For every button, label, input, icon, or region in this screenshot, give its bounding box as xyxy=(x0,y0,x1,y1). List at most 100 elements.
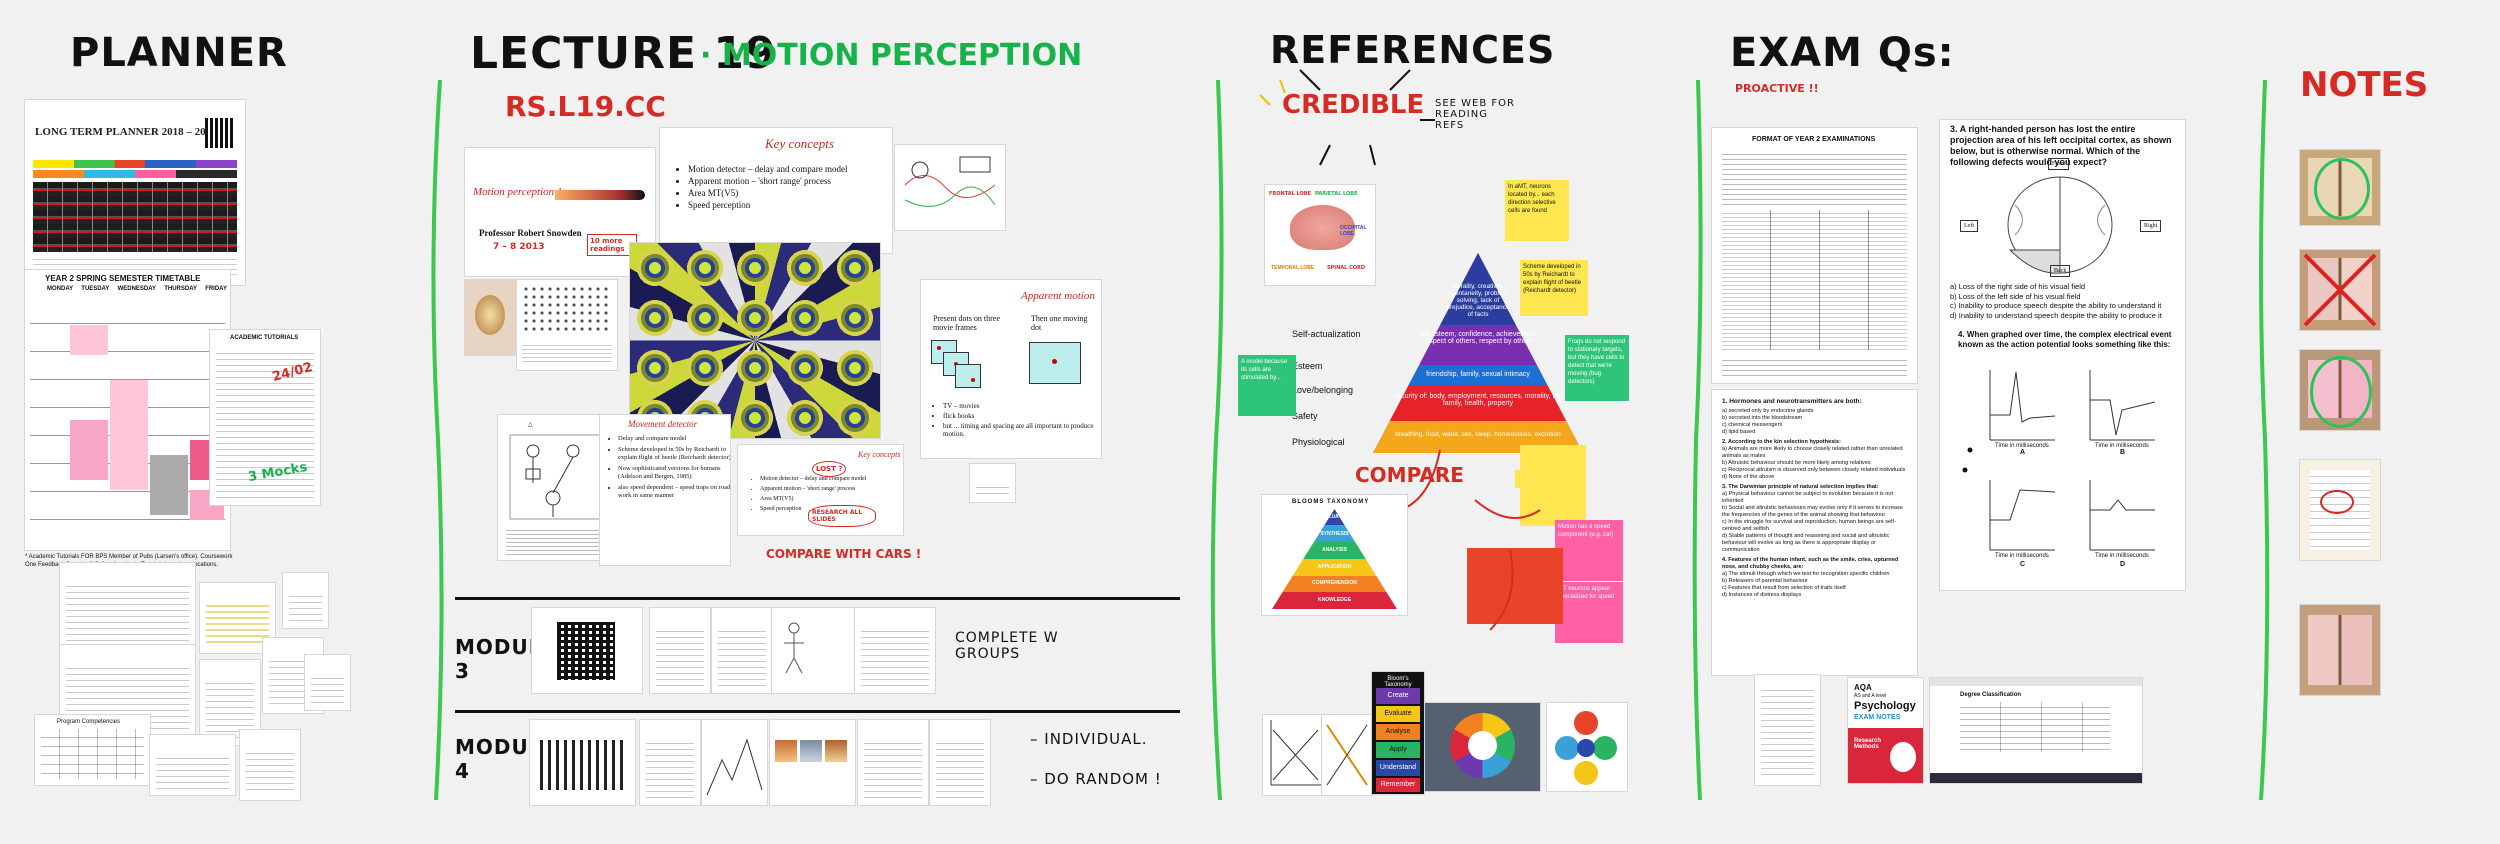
module4-slide[interactable] xyxy=(640,720,700,805)
action-potential-graphs xyxy=(1962,370,2156,551)
planner-doc-thumb[interactable] xyxy=(305,655,350,710)
rotating-snakes-illusion[interactable] xyxy=(630,243,880,438)
planner-doc-thumb[interactable] xyxy=(200,583,275,653)
long-term-planner[interactable]: LONG TERM PLANNER 2018 – 2019 xyxy=(25,100,245,285)
bloom-color-level: Understand xyxy=(1376,760,1420,776)
bloom-color-level: Apply xyxy=(1376,742,1420,758)
maslow-text: security of: body, employment, resources… xyxy=(1393,393,1563,407)
sticky-note-pink[interactable]: MT neurons appear specialized for speed xyxy=(1555,582,1623,643)
handwritten-notes-slide[interactable] xyxy=(895,145,1005,230)
academic-tutorials-doc[interactable]: ACADEMIC TUTORIALS xyxy=(210,330,320,505)
brain-label: SPINAL CORD xyxy=(1327,265,1366,271)
column-divider xyxy=(1690,79,1703,801)
module3-slide[interactable] xyxy=(772,608,857,693)
illusion-photo[interactable] xyxy=(465,280,517,355)
degree-title: Degree Classification xyxy=(1960,692,2022,698)
slide-hand-date: 7 – 8 2013 xyxy=(493,242,545,252)
mcq-sheet[interactable]: 1. Hormones and neurotransmitters are bo… xyxy=(1712,390,1917,675)
sticky-note-yellow[interactable]: In aMT, neurons located by... each direc… xyxy=(1505,180,1569,241)
program-competencies[interactable]: Program Competencies xyxy=(35,715,150,785)
qr-code-icon xyxy=(205,118,235,148)
notebook-photo[interactable] xyxy=(2300,350,2380,430)
sticky-note-pink[interactable]: Motion has a speed component (e.g. car) xyxy=(1555,520,1623,581)
planner-doc-thumb[interactable] xyxy=(60,563,195,648)
sticky-note-red[interactable] xyxy=(1467,548,1563,624)
diagram-label-front: Front xyxy=(2048,158,2070,170)
planner-doc-thumb[interactable] xyxy=(240,730,300,800)
module3-qr-slide[interactable] xyxy=(532,608,642,693)
small-slide-thumb[interactable] xyxy=(970,464,1015,502)
graph-option-b[interactable]: B xyxy=(2120,449,2126,456)
ltp-title: LONG TERM PLANNER 2018 – 2019 xyxy=(35,126,217,138)
academic-title: ACADEMIC TUTORIALS xyxy=(230,335,299,341)
compare-label: COMPARE xyxy=(1355,463,1464,487)
book-exam: EXAM NOTES xyxy=(1854,714,1901,721)
question-3: 3. A right-handed person has lost the en… xyxy=(1950,124,2172,167)
brain-label: PARIETAL LOBE xyxy=(1315,191,1358,197)
question-3-options[interactable]: a) Loss of the right side of his visual … xyxy=(1950,282,2162,320)
exam-question-sheet[interactable]: 3. A right-handed person has lost the en… xyxy=(1940,120,2185,590)
book-topic: Research Methods xyxy=(1854,738,1882,750)
slide-key-concepts[interactable]: Key concepts Motion detector – delay and… xyxy=(660,128,892,253)
timetable-title: YEAR 2 SPRING SEMESTER TIMETABLE xyxy=(45,274,201,283)
sticky-note-yellow-small[interactable] xyxy=(1515,470,1547,488)
hand-lost-bubble: LOST ? xyxy=(812,461,847,477)
graph-option-a[interactable]: A xyxy=(2020,449,2026,456)
format-title: FORMAT OF YEAR 2 EXAMINATIONS xyxy=(1752,136,1876,143)
slide-illusion-dots[interactable] xyxy=(517,280,617,370)
module3-slide[interactable] xyxy=(650,608,710,693)
movement-title: Movement detector xyxy=(628,419,698,429)
maslow-label: Self-actualization xyxy=(1292,329,1361,339)
credible-label: CREDIBLE xyxy=(1282,90,1425,120)
apparent-text-2: Then one moving dot xyxy=(1031,314,1088,332)
maslow-label: Safety xyxy=(1292,411,1318,421)
planner-color-band xyxy=(33,160,237,168)
supply-demand-graph[interactable] xyxy=(1263,715,1323,795)
graph-option-c[interactable]: C xyxy=(2020,561,2026,568)
venn-diagram[interactable] xyxy=(1547,703,1627,791)
notebook-photo[interactable] xyxy=(2300,605,2380,695)
circular-diagram[interactable] xyxy=(1425,703,1540,791)
notes-heading: NOTES xyxy=(2300,65,2429,105)
hand-compare-cars: COMPARE WITH CARS ! xyxy=(766,547,922,561)
section-rule xyxy=(455,597,1180,600)
planner-doc-thumb[interactable] xyxy=(283,573,328,628)
degree-classification-browser[interactable]: Degree Classification xyxy=(1930,678,2142,783)
exam-format-doc[interactable]: FORMAT OF YEAR 2 EXAMINATIONS xyxy=(1712,128,1917,383)
module4-slide[interactable] xyxy=(770,720,855,805)
exam-paper-thumb[interactable] xyxy=(1755,675,1820,785)
module4-slide[interactable] xyxy=(530,720,635,805)
sticky-note-green[interactable]: A model because its cells are stimulated… xyxy=(1238,355,1296,416)
slide-key-concepts-2[interactable]: Key concepts Motion detector – delay and… xyxy=(738,445,903,535)
psychology-exam-notes-book[interactable]: AQA AS and A level Psychology EXAM NOTES… xyxy=(1848,678,1923,783)
diagram-label-back: Back xyxy=(2050,265,2071,277)
maslow-text: friendship, family, sexual intimacy xyxy=(1426,371,1530,378)
question-4: 4. When graphed over time, the complex e… xyxy=(1958,330,2172,349)
doodle-diagram xyxy=(904,156,996,207)
module3-slide[interactable] xyxy=(712,608,772,693)
notebook-photo-rejected[interactable] xyxy=(2300,250,2380,330)
slide-reichardt-diagram[interactable]: △ xyxy=(498,415,613,560)
column-divider xyxy=(2255,79,2270,801)
supply-demand-graph[interactable] xyxy=(1322,715,1372,795)
slide-motion-perception[interactable]: Motion perception 1 Professor Robert Sno… xyxy=(465,148,655,276)
planner-doc-thumb[interactable] xyxy=(150,735,235,795)
module4-slide[interactable] xyxy=(702,720,767,805)
notebook-photo[interactable] xyxy=(2300,150,2380,225)
notebook-photo[interactable] xyxy=(2300,460,2380,560)
blooms-colour-chart[interactable]: Bloom's Taxonomy Create Evaluate Analyse… xyxy=(1372,672,1424,794)
module4-slide[interactable] xyxy=(858,720,928,805)
slide-apparent-motion[interactable]: Apparent motion Present dots on three mo… xyxy=(921,280,1101,458)
slide-movement-detector[interactable]: Movement detector Delay and compare mode… xyxy=(600,415,730,565)
sticky-note-green[interactable]: Frogs do not respond to stationary targe… xyxy=(1565,335,1629,401)
module4-slide[interactable] xyxy=(930,720,990,805)
sticky-note-yellow[interactable]: Scheme developed in 50s by Reichardt to … xyxy=(1520,260,1588,316)
hand-research-bubble: RESEARCH ALL SLIDES xyxy=(808,505,876,527)
brain-diagram[interactable]: FRONTAL LOBE PARIETAL LOBE OCCIPITAL LOB… xyxy=(1265,185,1375,285)
module3-slide[interactable] xyxy=(855,608,935,693)
graph-option-d[interactable]: D xyxy=(2120,561,2126,568)
lecture-heading: LECTURE 19 xyxy=(470,28,777,79)
